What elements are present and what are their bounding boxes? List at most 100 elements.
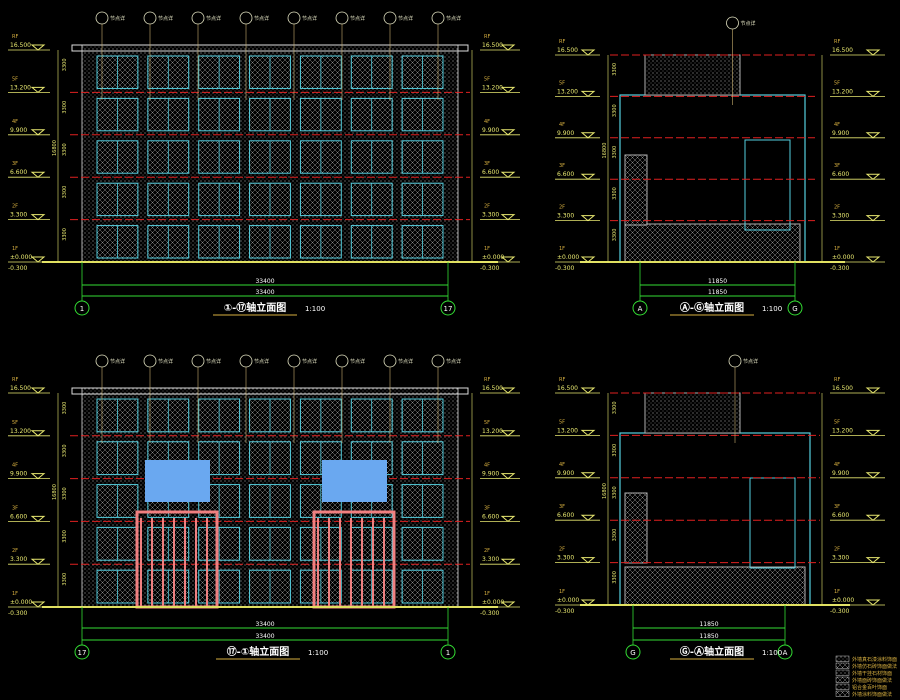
level-floor-label: 1F (834, 589, 840, 595)
detail-callout-icon[interactable] (383, 354, 397, 368)
level-floor-label: 4F (559, 122, 565, 128)
level-triangle-icon (500, 86, 516, 94)
callout-label: 节点详 (350, 15, 365, 22)
floor-dimension: 3300 (612, 486, 618, 499)
level-floor-label: 2F (834, 547, 840, 553)
level-triangle-icon (30, 86, 46, 94)
glass-panel-1 (322, 460, 387, 502)
floor-dimension: 3300 (62, 402, 68, 415)
level-triangle-icon (580, 599, 596, 606)
axis-label: A (783, 649, 788, 657)
detail-callout-icon[interactable] (728, 354, 742, 368)
level-floor-label: 2F (12, 204, 18, 210)
total-height-dimension: 16800 (602, 483, 608, 499)
level-elevation-label: 16.500 (832, 47, 853, 54)
detail-callout-icon[interactable] (726, 16, 739, 30)
callout-label: 节点详 (110, 15, 125, 22)
axis-bubble-icon (74, 300, 90, 316)
detail-callout-icon[interactable] (335, 354, 349, 368)
legend-label: 外墙干挂石材饰面 (852, 670, 892, 677)
ground-level-label: -0.300 (8, 265, 28, 272)
level-floor-label: 5F (12, 420, 18, 426)
axis-label: 17 (444, 305, 453, 313)
level-elevation-label: 13.200 (10, 428, 31, 435)
level-floor-label: 3F (834, 163, 840, 169)
legend-label: 外墙涂料饰面做法 (852, 691, 892, 698)
level-elevation-label: 3.300 (10, 212, 27, 219)
level-triangle-icon (865, 387, 881, 394)
detail-callout-icon[interactable] (431, 354, 445, 368)
level-elevation-label: 6.600 (832, 512, 849, 519)
level-elevation-label: 13.200 (482, 428, 503, 435)
level-floor-label: RF (12, 34, 18, 40)
level-elevation-label: 16.500 (482, 385, 503, 392)
detail-callout-icon[interactable] (239, 11, 253, 25)
roof-stair-tower (644, 392, 741, 434)
floor-dimension: 3300 (612, 104, 618, 117)
level-elevation-label: 16.500 (10, 385, 31, 392)
level-floor-label: 4F (12, 463, 18, 469)
detail-callout-icon[interactable] (431, 11, 445, 25)
ground-level-label: -0.300 (830, 608, 850, 615)
level-elevation-label: 6.600 (482, 169, 499, 176)
level-elevation-label: 16.500 (10, 42, 31, 49)
detail-callout-icon[interactable] (383, 11, 397, 25)
level-floor-label: 5F (559, 80, 565, 86)
level-floor-label: RF (834, 377, 840, 383)
roof-cornice (71, 387, 469, 395)
overall-dimension-text: 11850 (708, 278, 727, 285)
roof-stair-tower (644, 54, 741, 96)
floor-dimension: 3300 (62, 101, 68, 114)
callout-label: 节点详 (110, 358, 125, 365)
level-elevation-label: 3.300 (10, 556, 27, 563)
level-elevation-label: 6.600 (10, 513, 27, 520)
elevation-scale: 1:100 (308, 649, 328, 657)
detail-callout-icon[interactable] (287, 11, 301, 25)
level-floor-label: RF (484, 34, 490, 40)
detail-callout-icon[interactable] (143, 11, 157, 25)
detail-callout-icon[interactable] (191, 11, 205, 25)
level-elevation-label: 3.300 (557, 213, 574, 220)
axis-dimension-text: 33400 (255, 289, 274, 296)
level-triangle-icon (30, 44, 46, 51)
callout-label: 节点详 (446, 358, 461, 365)
floor-dimension: 3300 (62, 58, 68, 71)
level-elevation-label: 6.600 (482, 513, 499, 520)
legend-swatch (835, 669, 850, 676)
detail-callout-icon[interactable] (95, 354, 109, 368)
detail-callout-icon[interactable] (191, 354, 205, 368)
ground-level-label: -0.300 (480, 610, 500, 617)
detail-callout-icon[interactable] (287, 354, 301, 368)
callout-label: 节点详 (446, 15, 461, 22)
detail-callout-icon[interactable] (239, 354, 253, 368)
overall-dimension-text: 33400 (255, 621, 274, 628)
level-elevation-label: ±0.000 (832, 254, 854, 261)
level-triangle-icon (500, 171, 516, 178)
level-floor-label: 5F (12, 76, 18, 82)
elevation-side2[interactable]: 1F±0.0002F3.3003F6.6004F9.9005F13.200RF1… (555, 354, 885, 660)
level-floor-label: 4F (559, 462, 565, 468)
axis-bubble-icon (625, 644, 641, 660)
callout-label: 节点详 (350, 358, 365, 365)
callout-label: 节点详 (254, 358, 269, 365)
elevation-title: ①-⑰轴立面图 (224, 301, 287, 314)
level-floor-label: 4F (834, 462, 840, 468)
level-triangle-icon (30, 601, 46, 608)
level-elevation-label: 3.300 (832, 555, 849, 562)
level-floor-label: 1F (834, 246, 840, 252)
level-floor-label: 5F (559, 419, 565, 425)
elevation-front[interactable]: 1F±0.0002F3.3003F6.6004F9.9005F13.200RF1… (8, 11, 520, 316)
elevation-rear[interactable]: 1F±0.0002F3.3003F6.6004F9.9005F13.200RF1… (8, 354, 520, 660)
floor-dimension: 3300 (62, 228, 68, 241)
detail-callout-icon[interactable] (143, 354, 157, 368)
level-triangle-icon (500, 214, 516, 221)
level-elevation-label: 9.900 (482, 471, 499, 478)
elevation-side[interactable]: 1F±0.0002F3.3003F6.6004F9.9005F13.200RF1… (555, 16, 885, 316)
axis-dimension-text: 11850 (708, 289, 727, 296)
detail-callout-icon[interactable] (95, 11, 109, 25)
callout-label: 节点详 (206, 358, 221, 365)
detail-callout-icon[interactable] (335, 11, 349, 25)
level-triangle-icon (865, 599, 881, 606)
level-floor-label: 2F (559, 547, 565, 553)
